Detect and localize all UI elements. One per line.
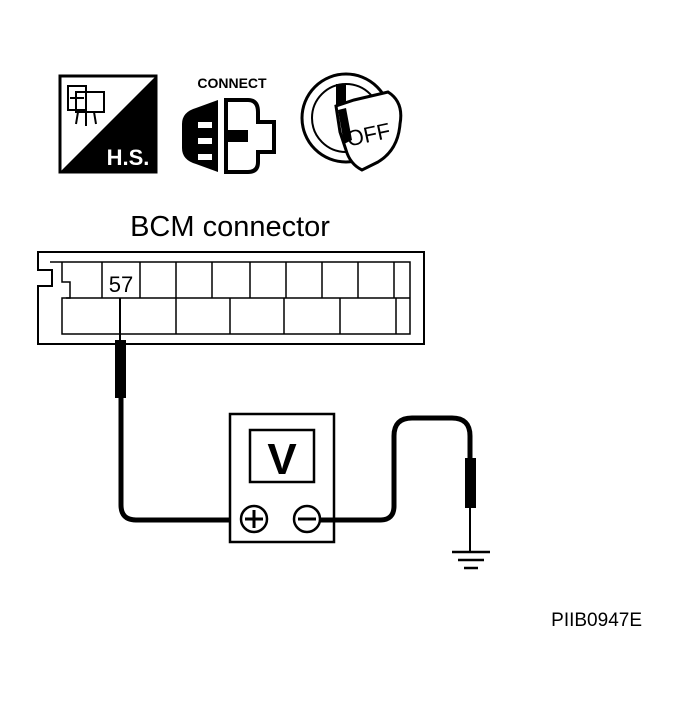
bcm-connector (37, 251, 425, 345)
figure-code: PIIB0947E (551, 610, 642, 631)
positive-probe (115, 298, 242, 523)
connect-label: CONNECT (197, 75, 267, 91)
harness-side-icon: H.S. (58, 74, 158, 174)
connector-title: BCM connector (130, 211, 330, 243)
pin-57-label: 57 (109, 272, 133, 297)
voltmeter: V (228, 412, 336, 544)
connect-icon: CONNECT (182, 75, 276, 174)
voltmeter-symbol: V (267, 435, 297, 484)
hs-label: H.S. (107, 145, 150, 170)
negative-probe (320, 415, 476, 552)
ignition-off-icon: OFF (300, 72, 403, 172)
ground-icon (452, 550, 490, 570)
